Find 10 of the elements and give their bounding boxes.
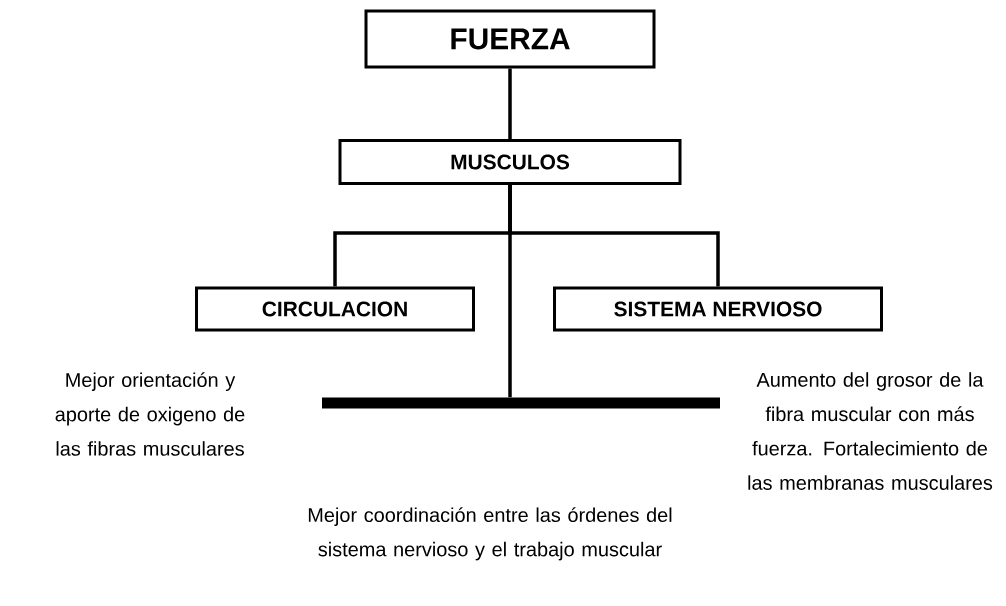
note-text: Aumento del grosor de la fibra muscular con más fuerza. Fortalecimiento de las membranas musculares — [748, 372, 993, 490]
note-text: Mejor orientación y aporte de oxigeno de las fibras musculares — [55, 372, 245, 456]
concept-box: FUERZA — [364, 9, 656, 69]
note-text: Mejor coordinación entre las órdenes del sistema nervioso y el trabajo muscular — [308, 507, 672, 561]
concept-box: CIRCULACION — [195, 286, 475, 332]
concept-box: MUSCULOS — [338, 139, 682, 185]
horizontal-bar — [322, 397, 720, 409]
concept-box: SISTEMA NERVIOSO — [553, 286, 883, 332]
connector-line — [508, 185, 512, 398]
connector-line — [508, 68, 512, 139]
